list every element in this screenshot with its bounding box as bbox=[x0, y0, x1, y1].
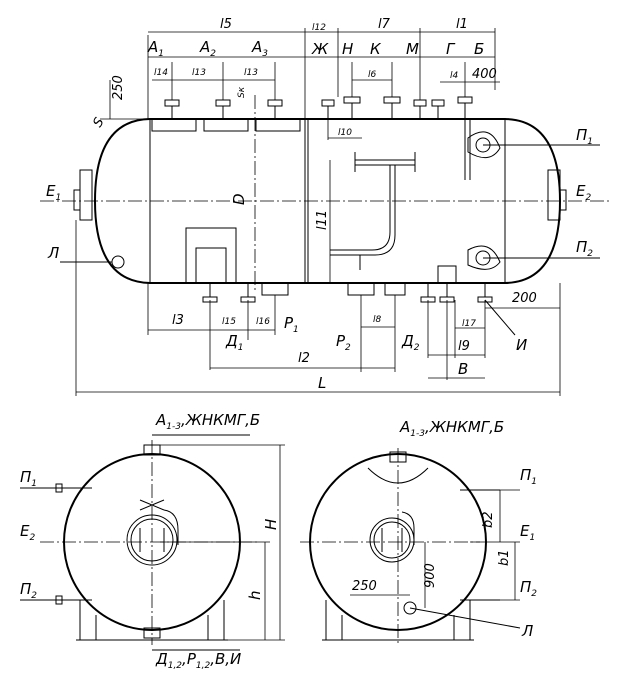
left-top-label: А1-3,ЖНКМГ,Б bbox=[155, 411, 260, 432]
dim-l2: l2 bbox=[298, 351, 310, 366]
right-e1: Е1 bbox=[520, 522, 535, 543]
nozzle-g: Г bbox=[446, 40, 456, 58]
tray-a1 bbox=[151, 118, 197, 132]
left-bottom-label: Д1,2,Р1,2,В,И bbox=[155, 650, 241, 671]
nozzle-d2: Д2 bbox=[401, 332, 420, 353]
right-p2: П2 bbox=[520, 578, 537, 599]
tray-a2 bbox=[203, 118, 249, 132]
top-nozzles bbox=[164, 96, 473, 119]
e1-nozzle bbox=[79, 169, 93, 221]
dim-l3: l3 bbox=[172, 313, 184, 328]
nozzle-i: И bbox=[516, 336, 527, 354]
dim-l12: l12 bbox=[312, 23, 326, 33]
tray-a3 bbox=[255, 118, 301, 132]
left-p1: П1 bbox=[20, 468, 37, 489]
dim-l13b: l13 bbox=[244, 68, 258, 78]
nozzle-a2: А2 bbox=[199, 38, 216, 59]
dim-l9: l9 bbox=[458, 339, 470, 354]
dim-l6: l6 bbox=[368, 70, 377, 80]
dim-l17: l17 bbox=[462, 319, 476, 329]
dim-l16: l16 bbox=[256, 317, 270, 327]
side-view-labels: l5 l12 l7 l1 l14 l13 l13 l6 l4 400 А1 А2… bbox=[46, 17, 593, 392]
label-l-left: Л bbox=[47, 244, 59, 262]
label-d: D bbox=[230, 193, 248, 205]
left-p2: П2 bbox=[20, 580, 37, 601]
left-e2: Е2 bbox=[20, 522, 35, 543]
dim-400: 400 bbox=[472, 67, 497, 82]
left-end-view bbox=[20, 434, 285, 651]
right-top-label: А1-3,ЖНКМГ,Б bbox=[399, 418, 504, 439]
bottom-dimensions bbox=[75, 220, 561, 396]
nozzle-a3: А3 bbox=[251, 38, 268, 59]
side-view bbox=[40, 28, 610, 396]
dim-l7: l7 bbox=[378, 17, 391, 32]
dim-l4: l4 bbox=[450, 71, 459, 81]
right-l-nozzle bbox=[403, 601, 417, 615]
dim-l11: l11 bbox=[315, 210, 330, 230]
nozzle-d1: Д1 bbox=[225, 332, 243, 353]
top-dimensions bbox=[100, 28, 500, 283]
bottom-nozzles bbox=[202, 265, 493, 303]
nozzle-n: Н bbox=[342, 40, 353, 58]
left-end-view-labels: А1-3,ЖНКМГ,Б П1 Е2 П2 H h Д1,2,Р1,2,В,И bbox=[20, 411, 280, 671]
left-dim-H: H bbox=[262, 519, 280, 530]
right-end-view bbox=[300, 448, 521, 645]
nozzle-r1: Р1 bbox=[284, 314, 299, 335]
label-s: S bbox=[90, 115, 107, 130]
dim-l8: l8 bbox=[373, 315, 382, 325]
right-view-manhole bbox=[369, 517, 415, 563]
dim-l14: l14 bbox=[154, 68, 168, 78]
label-e1: Е1 bbox=[46, 182, 61, 203]
label-p2: П2 bbox=[576, 238, 593, 259]
dim-l1: l1 bbox=[456, 17, 468, 32]
dim-l15: l15 bbox=[222, 317, 236, 327]
dim-l5: l5 bbox=[220, 17, 232, 32]
label-e2: Е2 bbox=[576, 182, 591, 203]
dim-l10: l10 bbox=[338, 128, 352, 138]
nozzle-k: К bbox=[370, 40, 382, 58]
right-l-label: Л bbox=[521, 622, 533, 640]
dim-250-left: 250 bbox=[111, 75, 126, 100]
internal-box bbox=[185, 227, 237, 284]
nozzle-m: М bbox=[406, 40, 419, 58]
nozzle-zh: Ж bbox=[311, 40, 329, 58]
internal-pipe bbox=[330, 159, 415, 256]
right-end-view-labels: А1-3,ЖНКМГ,Б П1 Е1 П2 b2 b1 250 900 Л bbox=[352, 418, 537, 640]
nozzle-b: Б bbox=[474, 40, 484, 58]
right-p1: П1 bbox=[520, 466, 537, 487]
dim-l13a: l13 bbox=[192, 68, 206, 78]
right-dim-b2: b2 bbox=[481, 511, 496, 528]
label-p1: П1 bbox=[576, 126, 593, 147]
nozzle-v: В bbox=[458, 360, 468, 378]
right-dim-900: 900 bbox=[423, 563, 438, 588]
nozzle-a1: А1 bbox=[147, 38, 164, 59]
dim-L: L bbox=[318, 374, 326, 392]
right-dim-250: 250 bbox=[352, 579, 377, 594]
label-sk: Sк bbox=[237, 86, 247, 98]
dim-200: 200 bbox=[512, 291, 537, 306]
nozzle-r2: Р2 bbox=[336, 332, 351, 353]
right-dim-b1: b1 bbox=[497, 549, 512, 566]
left-dim-h: h bbox=[246, 590, 264, 600]
